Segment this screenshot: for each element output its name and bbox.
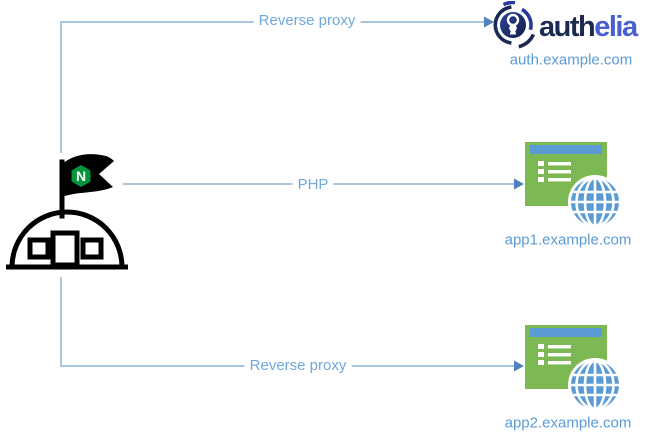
app-list-lines [538,344,571,365]
app-titlebar [530,145,602,154]
swirl-arc-outer-bottom [518,33,536,49]
app2-domain-label: app2.example.com [504,414,632,432]
swirl-arc-left [493,5,512,45]
authelia-wordmark: authelia [539,11,638,43]
arrowhead-to-authelia [484,16,494,28]
authelia-domain-label: auth.example.com [509,51,633,69]
edge-label-php: PHP [292,176,334,194]
arrowhead-to-app1 [514,178,524,190]
globe-icon [568,358,622,412]
app1-node [523,140,635,237]
nginx-node: N [3,150,131,277]
nginx-flag-letter: N [76,168,86,184]
nginx-hexagon-icon [71,165,91,187]
edge-label-reverse-proxy-top: Reverse proxy [253,12,361,30]
edge-nginx-to-app2 [60,277,514,367]
globe-icon [568,175,622,229]
edge-label-reverse-proxy-bottom: Reverse proxy [244,357,352,375]
building-door [50,230,80,268]
edge-nginx-to-authelia [60,21,484,153]
keyhole-stem [509,29,517,35]
building-dome [9,209,125,270]
app1-domain-label: app1.example.com [504,231,632,249]
nginx-flag-dome-building-icon: N [3,154,131,270]
authelia-padlock-swirl-icon [493,0,536,49]
web-application-window-globe-icon [525,325,622,412]
authelia-wordmark-light: elia [594,11,638,43]
authelia-node [486,0,540,56]
app2-node [523,323,635,420]
arrowhead-to-app2 [514,360,524,372]
app-list-lines [538,161,571,182]
swirl-arc-outer-top [502,0,516,7]
web-application-window-globe-icon [525,142,622,229]
authelia-wordmark-dark: auth [539,11,596,43]
building-window-left [27,237,51,260]
swirl-arc-right [520,7,533,31]
app-titlebar [530,328,602,337]
building-window-right [80,237,104,260]
